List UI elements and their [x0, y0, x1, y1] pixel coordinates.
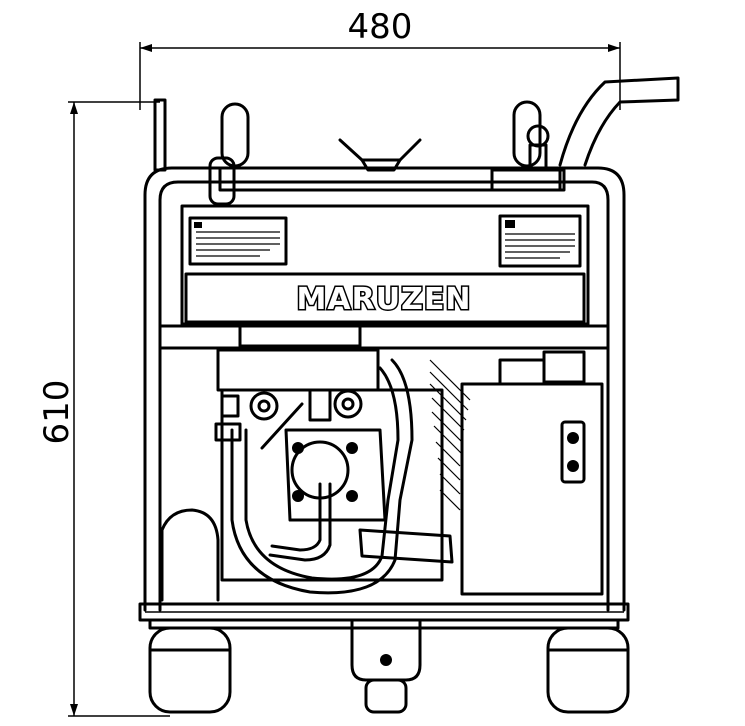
control-panel: MARUZEN — [180, 204, 590, 326]
height-dimension-label: 610 — [37, 380, 77, 445]
right-warning-decal — [498, 214, 582, 268]
right-wheel — [546, 626, 630, 714]
base-frame — [138, 602, 630, 630]
left-tank — [160, 508, 220, 602]
electrical-control-box — [460, 382, 604, 596]
interior-detail — [429, 350, 586, 511]
left-wheel — [148, 626, 232, 714]
left-warning-decal — [188, 216, 288, 266]
width-dimension: 480 — [139, 7, 621, 110]
top-tank — [218, 166, 566, 192]
pressure-hose — [230, 358, 454, 595]
front-caster — [350, 618, 422, 714]
width-dimension-label: 480 — [348, 7, 413, 47]
height-dimension: 610 — [37, 101, 170, 717]
roll-frame — [143, 76, 680, 612]
brand-logo: MARUZEN — [297, 282, 472, 317]
cross-bar — [158, 324, 610, 350]
